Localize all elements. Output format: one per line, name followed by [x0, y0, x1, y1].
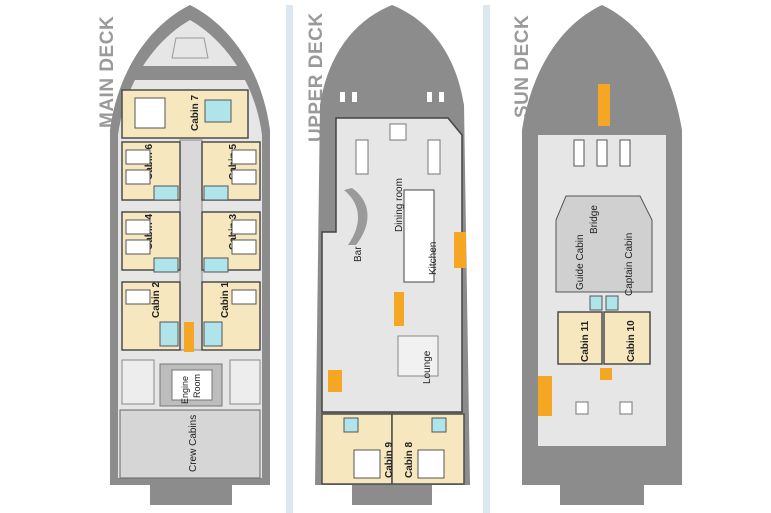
- sun-loungers: [573, 139, 631, 167]
- window: [352, 92, 357, 102]
- bed: [125, 289, 151, 305]
- sun-stair-forward: [598, 84, 610, 126]
- lounger: [596, 139, 608, 167]
- bed: [125, 219, 151, 235]
- main-cabin-2-bath: [159, 321, 179, 347]
- upper-cabin-8-label: Cabin 8: [404, 441, 415, 478]
- lounger: [619, 139, 631, 167]
- lounger: [573, 139, 585, 167]
- dining-table: [427, 139, 441, 175]
- bed: [125, 169, 151, 185]
- sun-stair-port: [538, 376, 552, 416]
- bed: [125, 149, 151, 165]
- sun-guide-bath: [589, 295, 603, 311]
- upper-bar-label: Bar: [353, 246, 364, 262]
- upper-dining-tables: [355, 123, 441, 175]
- sun-cabin-11-label: Cabin 11: [580, 320, 591, 362]
- table: [575, 401, 589, 415]
- bed: [353, 449, 381, 479]
- sun-bridge-label: Bridge: [589, 205, 600, 234]
- main-cabin-7-label: Cabin 7: [190, 94, 201, 131]
- sun-stair-aft: [600, 368, 612, 380]
- sun-tables: [575, 401, 633, 415]
- upper-lounge-label: Lounge: [422, 350, 433, 384]
- upper-lounge: [397, 335, 439, 377]
- sun-deck: Bridge Guide Cabin Captain Cabin Cabin 1…: [522, 5, 682, 505]
- main-room-label: Room: [192, 374, 202, 398]
- window: [340, 92, 345, 102]
- sun-cabin-10: [603, 311, 651, 365]
- upper-deck: Kitchen Dining room Bar Lounge Cabin 9: [315, 5, 470, 505]
- main-cabin-5-bath: [203, 185, 229, 201]
- bed: [231, 289, 257, 305]
- upper-cabin-9-label: Cabin 9: [384, 441, 395, 478]
- upper-cabin-beds: [353, 449, 445, 479]
- main-tank-left: [121, 359, 155, 405]
- dining-table: [355, 139, 369, 175]
- sun-bridge-house: [555, 195, 653, 293]
- main-crew-cabins: [119, 409, 261, 479]
- dining-table: [389, 123, 407, 141]
- sun-captain-label: Captain Cabin: [624, 233, 635, 296]
- upper-stair-aft: [394, 292, 404, 326]
- bed: [125, 239, 151, 255]
- upper-stair-side: [454, 232, 466, 268]
- bed: [231, 169, 257, 185]
- main-tank-right: [229, 359, 261, 405]
- bed: [417, 449, 445, 479]
- main-bow-locker: [171, 37, 209, 59]
- upper-kitchen: [403, 189, 435, 283]
- main-cabin-7-bed: [134, 97, 166, 129]
- main-stair: [184, 322, 194, 352]
- main-cabin-2-label: Cabin 2: [151, 281, 162, 318]
- upper-stair-port: [328, 370, 342, 392]
- upper-bow-windows: [340, 92, 444, 102]
- main-crew-label: Crew Cabins: [188, 415, 199, 472]
- upper-cabin-9-bath: [343, 417, 359, 433]
- bed: [231, 239, 257, 255]
- main-beds: [125, 149, 257, 305]
- sun-guide-label: Guide Cabin: [575, 234, 586, 290]
- upper-bar-counter: [344, 188, 368, 245]
- window: [427, 92, 432, 102]
- main-engine-room: [171, 369, 213, 401]
- upper-kitchen-label: Kitchen: [428, 242, 439, 275]
- main-cabin-7-bath: [204, 99, 232, 123]
- table: [619, 401, 633, 415]
- divider-right: [483, 5, 490, 513]
- main-cabin-4-bath: [153, 257, 179, 273]
- upper-cabin-8-bath: [431, 417, 447, 433]
- main-bow-band: [135, 66, 247, 80]
- main-cabin-1-label: Cabin 1: [220, 281, 231, 318]
- upper-dining-label: Dining room: [394, 178, 405, 232]
- main-cabin-6-bath: [153, 185, 179, 201]
- main-cabin-1-bath: [203, 321, 223, 347]
- main-deck: Cabin 7 Cabin 6 Cabin 4 Cabin 2 Cabin 5 …: [110, 5, 270, 505]
- upper-interior: [321, 117, 463, 413]
- main-engine-label: Engine: [180, 376, 190, 404]
- sun-cabin-11: [557, 311, 603, 365]
- main-cabin-3-bath: [203, 257, 229, 273]
- window: [439, 92, 444, 102]
- sun-captain-bath: [605, 295, 619, 311]
- main-corridor: [179, 139, 203, 351]
- sun-cabin-10-label: Cabin 10: [626, 320, 637, 362]
- bed: [231, 149, 257, 165]
- divider-left: [286, 5, 293, 513]
- bed: [231, 219, 257, 235]
